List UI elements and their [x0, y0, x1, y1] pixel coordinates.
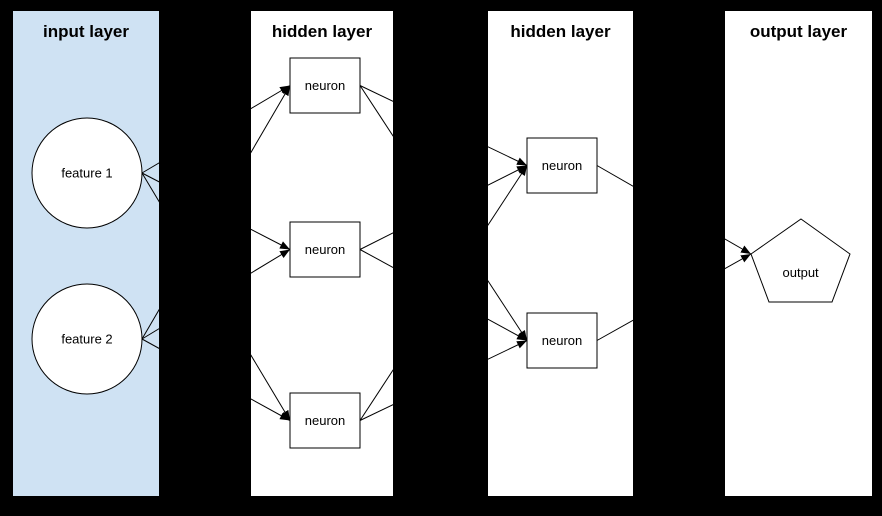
- panel-hidden2: [488, 11, 633, 496]
- node-h2n2-rect: [526, 312, 598, 369]
- nodes-layer: feature 1 feature 2 neuron neuron neuron neur…: [31, 57, 851, 449]
- node-feature2-label: feature 2: [61, 332, 112, 347]
- node-h1n1-rect: [289, 57, 361, 114]
- panel-input: [13, 11, 159, 496]
- panel-titles-layer: input layer hidden layer hidden layer outpu…: [43, 22, 848, 41]
- panel-title-input: input layer: [43, 22, 129, 41]
- node-h2n1-rect: [526, 137, 598, 194]
- node-h1n1-label: neuron: [305, 78, 345, 93]
- node-h2n1-label: neuron: [542, 158, 582, 173]
- node-h1n3-rect: [289, 392, 361, 449]
- node-h2n2-label: neuron: [542, 333, 582, 348]
- node-feature2-circle: [31, 283, 143, 395]
- panel-title-hidden1: hidden layer: [272, 22, 373, 41]
- panel-title-hidden2: hidden layer: [510, 22, 611, 41]
- node-h1n2-rect: [289, 221, 361, 278]
- node-feature1-circle: [31, 117, 143, 229]
- node-out-label: output: [783, 265, 820, 280]
- node-h1n3-label: neuron: [305, 413, 345, 428]
- node-feature1-label: feature 1: [61, 166, 112, 181]
- node-out-pentagon: [750, 218, 851, 303]
- panel-title-output: output layer: [750, 22, 848, 41]
- node-h1n2-label: neuron: [305, 242, 345, 257]
